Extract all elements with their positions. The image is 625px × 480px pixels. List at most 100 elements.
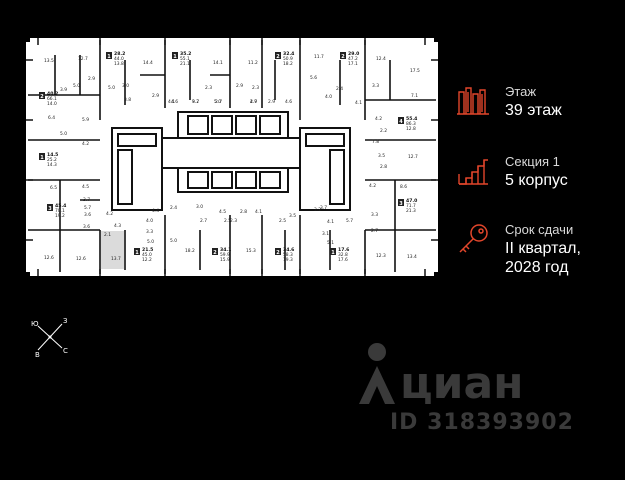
svg-text:18.2: 18.2	[283, 61, 293, 67]
apartment-badges: 1 28.2 44.0 13.8 1 35.2 55.1 21.1 2 32.4…	[39, 51, 417, 263]
svg-text:34.1: 34.1	[220, 247, 231, 253]
key-icon	[459, 224, 488, 253]
apartment-badge[interactable]: 4 55.4 86.3 12.8	[398, 116, 417, 132]
svg-text:2.8: 2.8	[240, 209, 247, 215]
svg-text:2.7: 2.7	[250, 99, 257, 105]
compass-west: В	[35, 351, 40, 358]
svg-text:2: 2	[40, 94, 44, 100]
svg-text:3.3: 3.3	[371, 212, 378, 218]
svg-text:12.7: 12.7	[408, 154, 418, 160]
svg-text:12.8: 12.8	[406, 126, 416, 132]
svg-text:3.6: 3.6	[84, 212, 91, 218]
corner-notch	[24, 272, 30, 278]
stairs-icon	[458, 159, 488, 185]
svg-text:5.7: 5.7	[84, 205, 91, 211]
apartment-badge[interactable]: 2 29.0 47.2 17.1	[340, 51, 359, 67]
svg-text:2.3: 2.3	[205, 85, 212, 91]
svg-text:1: 1	[331, 250, 335, 256]
deadline-value-line1: II квартал,	[505, 240, 581, 257]
interior-walls	[28, 40, 436, 274]
apartment-badge[interactable]: 3 47.0 71.7 21.3	[398, 198, 417, 214]
apartment-badge[interactable]: 2 34.1 59.9 15.9	[212, 247, 231, 263]
svg-text:5.0: 5.0	[170, 238, 177, 244]
svg-text:32.4: 32.4	[283, 51, 294, 57]
svg-text:2.7: 2.7	[200, 218, 207, 224]
svg-text:3: 3	[48, 206, 52, 212]
svg-text:3.5: 3.5	[378, 153, 385, 159]
svg-text:4.9: 4.9	[250, 99, 257, 105]
svg-text:12.7: 12.7	[78, 56, 88, 62]
svg-text:4.2: 4.2	[375, 116, 382, 122]
svg-text:2.3: 2.3	[252, 85, 259, 91]
apartment-badge[interactable]: 2 34.6 58.3 19.3	[275, 247, 294, 263]
svg-text:4.6: 4.6	[171, 99, 178, 105]
svg-text:44.0: 44.0	[114, 56, 124, 62]
svg-text:4: 4	[399, 119, 403, 125]
svg-text:4.0: 4.0	[146, 218, 153, 224]
svg-text:18.2: 18.2	[185, 248, 195, 254]
svg-text:5.6: 5.6	[310, 75, 317, 81]
apartment-badge[interactable]: 3 45.4 70.1 19.2	[47, 203, 66, 219]
apartment-badge[interactable]: 1 28.2 44.0 13.8	[106, 51, 125, 67]
svg-text:3.7: 3.7	[192, 99, 199, 105]
svg-text:17.5: 17.5	[410, 68, 420, 74]
svg-text:5.9: 5.9	[82, 117, 89, 123]
svg-text:5.7: 5.7	[346, 218, 353, 224]
svg-text:2.1: 2.1	[104, 232, 111, 238]
svg-text:17.6: 17.6	[338, 247, 349, 253]
svg-text:47.2: 47.2	[348, 56, 358, 62]
svg-text:19.3: 19.3	[283, 257, 293, 263]
svg-text:5.0: 5.0	[60, 131, 67, 137]
svg-text:2.7: 2.7	[215, 99, 222, 105]
svg-text:2.9: 2.9	[236, 83, 243, 89]
svg-text:14.1: 14.1	[213, 60, 223, 66]
svg-text:14.0: 14.0	[47, 101, 57, 107]
svg-text:47.0: 47.0	[406, 198, 417, 204]
apartment-badge[interactable]: 1 35.2 55.1 21.1	[172, 51, 191, 67]
svg-text:7.8: 7.8	[372, 139, 379, 145]
svg-text:11.2: 11.2	[248, 60, 258, 66]
svg-text:4.6: 4.6	[285, 99, 292, 105]
cian-logo-icon	[359, 343, 395, 404]
svg-text:2.4: 2.4	[336, 86, 343, 92]
apartment-badge[interactable]: 2 40.2 66.1 14.0	[39, 91, 58, 107]
svg-text:4.5: 4.5	[82, 184, 89, 190]
deadline-caption: Срок сдачи	[505, 222, 574, 237]
floor-icon	[457, 87, 489, 115]
svg-text:4.5: 4.5	[219, 209, 226, 215]
section-info: Секция 1 5 корпус	[456, 154, 621, 198]
floor-plan: 1 28.2 44.0 13.8 1 35.2 55.1 21.1 2 32.4…	[24, 36, 440, 278]
floor-info: Этаж 39 этаж	[456, 84, 621, 128]
room-labels: 13.5 12.7 5.0 3.9 5.0 2.9 3.8 14.4 3.0 2…	[44, 54, 420, 262]
svg-text:1: 1	[173, 54, 177, 60]
compass-icon: Ю З В С	[31, 317, 68, 358]
svg-text:2.7: 2.7	[371, 228, 378, 234]
apartment-badge[interactable]: 1 17.6 32.8 17.6	[330, 247, 349, 263]
svg-text:12.6: 12.6	[44, 255, 54, 261]
svg-text:19.2: 19.2	[55, 213, 65, 219]
svg-text:14.5: 14.5	[47, 152, 58, 158]
svg-text:2: 2	[213, 250, 217, 256]
svg-text:3.9: 3.9	[60, 87, 67, 93]
svg-text:13.7: 13.7	[111, 256, 121, 262]
section-caption: Секция 1	[505, 154, 560, 169]
svg-text:59.9: 59.9	[220, 252, 230, 258]
svg-text:2: 2	[276, 250, 280, 256]
compass-north: Ю	[31, 320, 39, 328]
watermark-id: ID 318393902	[390, 410, 574, 435]
svg-text:50.9: 50.9	[283, 56, 293, 62]
svg-text:5.0: 5.0	[147, 239, 154, 245]
svg-text:2.2: 2.2	[380, 128, 387, 134]
apartment-badge[interactable]: 1 14.5 25.2 14.3	[39, 152, 58, 168]
svg-text:11.7: 11.7	[314, 54, 324, 60]
apartment-badge[interactable]: 2 32.4 50.9 18.2	[275, 51, 294, 67]
svg-text:3.0: 3.0	[122, 83, 129, 89]
svg-text:6.5: 6.5	[50, 185, 57, 191]
svg-text:2.3: 2.3	[230, 218, 237, 224]
svg-text:21.3: 21.3	[406, 208, 416, 214]
svg-text:15.3: 15.3	[246, 248, 256, 254]
apartment-badge[interactable]: 1 21.5 45.0 12.2	[134, 247, 153, 263]
svg-text:5.1: 5.1	[327, 240, 334, 246]
floor-value: 39 этаж	[505, 102, 562, 119]
selected-apartment-area	[101, 231, 124, 269]
